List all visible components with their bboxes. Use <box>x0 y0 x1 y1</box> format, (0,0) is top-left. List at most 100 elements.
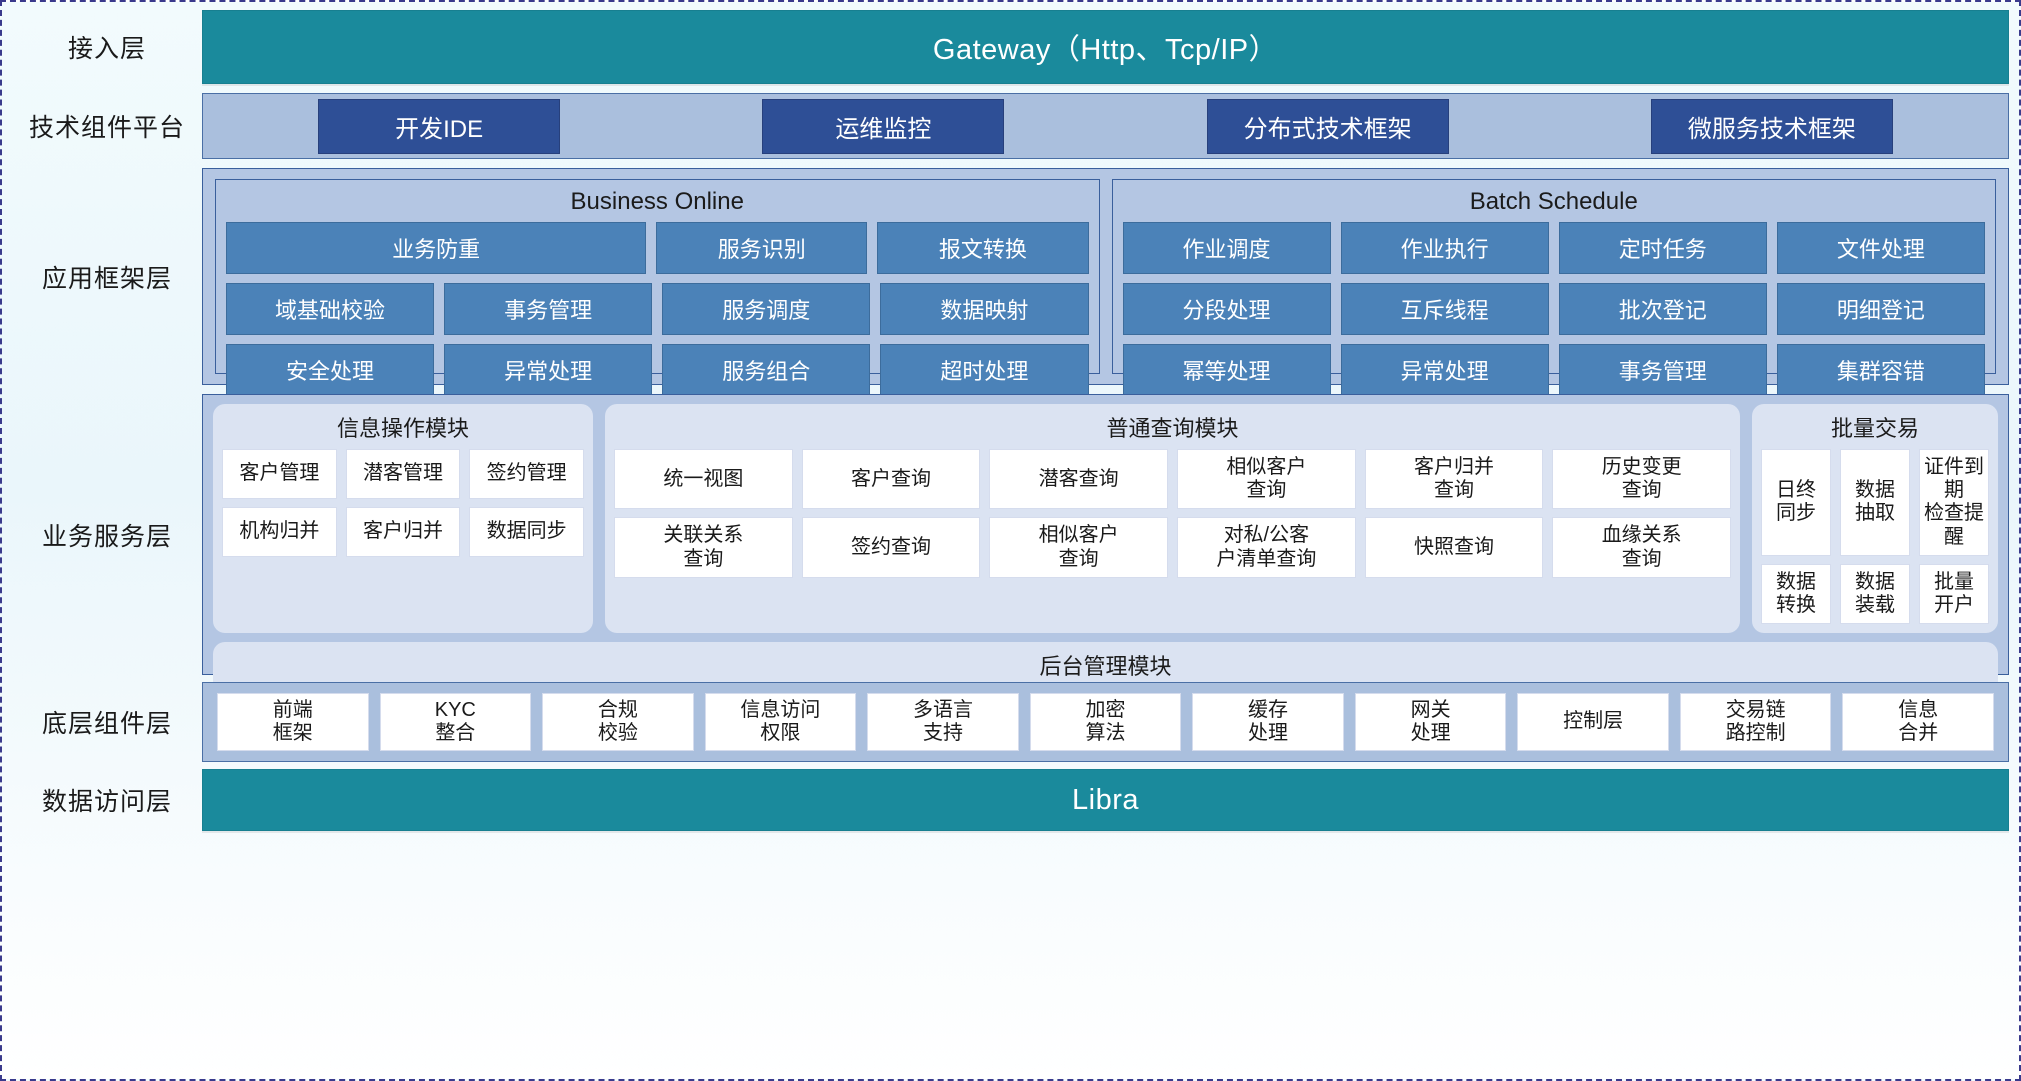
box-控制层[interactable]: 控制层 <box>1517 693 1669 751</box>
module-backend-admin-title: 后台管理模块 <box>1039 654 1172 680</box>
box-潜客查询[interactable]: 潜客查询 <box>989 449 1169 510</box>
chip-分段处理[interactable]: 分段处理 <box>1122 283 1331 335</box>
layer-label-data-access: 数据访问层 <box>41 788 172 816</box>
chip-作业执行[interactable]: 作业执行 <box>1340 222 1549 274</box>
chip-数据映射[interactable]: 数据映射 <box>880 283 1089 335</box>
box-交易链路控制[interactable]: 交易链路控制 <box>1679 693 1832 751</box>
module-info-operation: 信息操作模块 客户管理 潜客管理 签约管理 机构归并 客户归并 数据同步 <box>213 404 593 634</box>
box-批量开户[interactable]: 批量开户 <box>1919 563 1989 625</box>
box-相似客户查询-2[interactable]: 相似客户查询 <box>989 517 1169 578</box>
chip-作业调度[interactable]: 作业调度 <box>1122 222 1331 274</box>
box-客户归并[interactable]: 客户归并 <box>345 507 461 557</box>
box-签约查询[interactable]: 签约查询 <box>801 517 981 578</box>
business-online-row-2: 域基础校验 事务管理 服务调度 数据映射 <box>226 283 1089 335</box>
box-缓存处理[interactable]: 缓存处理 <box>1192 693 1344 751</box>
batch-row-2: 数据转换 数据装载 批量开户 <box>1761 563 1989 625</box>
query-row-2: 关联关系查询 签约查询 相似客户查询 对私/公客户清单查询 快照查询 血缘关系查… <box>614 517 1732 578</box>
box-多语言支持[interactable]: 多语言支持 <box>867 693 1019 751</box>
module-batch-transaction: 批量交易 日终同步 数据抽取 证件到期检查提醒 数据转换 数据装载 批量开户 <box>1752 404 1998 634</box>
business-service-modules-row: 信息操作模块 客户管理 潜客管理 签约管理 机构归并 客户归并 数据同步 <box>213 404 1998 634</box>
chip-事务管理-online[interactable]: 事务管理 <box>444 283 653 335</box>
box-相似客户查询-1[interactable]: 相似客户查询 <box>1177 449 1356 510</box>
batch-row-1: 日终同步 数据抽取 证件到期检查提醒 <box>1761 449 1989 556</box>
chip-异常处理-batch[interactable]: 异常处理 <box>1340 344 1549 396</box>
libra-bar[interactable]: Libra <box>202 769 2009 831</box>
box-数据转换[interactable]: 数据转换 <box>1761 563 1831 625</box>
layer-label-bottom-component: 底层组件层 <box>41 710 172 738</box>
chip-服务调度[interactable]: 服务调度 <box>662 283 871 335</box>
layer-app-framework: 应用框架层 Business Online 业务防重 服务识别 报文转换 域基础… <box>12 168 2009 396</box>
box-数据抽取[interactable]: 数据抽取 <box>1840 449 1910 556</box>
chip-服务组合[interactable]: 服务组合 <box>662 344 871 396</box>
box-数据装载[interactable]: 数据装载 <box>1840 563 1910 625</box>
chip-明细登记[interactable]: 明细登记 <box>1776 283 1985 335</box>
box-对私公客户清单查询[interactable]: 对私/公客户清单查询 <box>1177 517 1356 578</box>
box-客户管理[interactable]: 客户管理 <box>222 449 337 499</box>
info-row-1: 客户管理 潜客管理 签约管理 <box>222 449 585 499</box>
batch-schedule-panel: Batch Schedule 作业调度 作业执行 定时任务 文件处理 分段处理 … <box>1111 179 1996 396</box>
tech-chip-microservice-framework[interactable]: 微服务技术框架 <box>1650 98 1893 154</box>
gateway-bar[interactable]: Gateway（Http、Tcp/IP） <box>202 10 2009 84</box>
chip-文件处理[interactable]: 文件处理 <box>1776 222 1985 274</box>
chip-业务防重[interactable]: 业务防重 <box>226 222 647 274</box>
layer-label-business-service: 业务服务层 <box>41 522 172 551</box>
query-row-1: 统一视图 客户查询 潜客查询 相似客户查询 客户归并查询 历史变更查询 <box>614 449 1732 510</box>
box-签约管理[interactable]: 签约管理 <box>469 449 585 499</box>
box-客户查询[interactable]: 客户查询 <box>801 449 981 510</box>
chip-服务识别[interactable]: 服务识别 <box>656 222 868 274</box>
business-online-row-1: 业务防重 服务识别 报文转换 <box>226 222 1089 274</box>
tech-chip-ide[interactable]: 开发IDE <box>318 98 561 154</box>
chip-集群容错[interactable]: 集群容错 <box>1776 344 1985 396</box>
box-合规校验[interactable]: 合规校验 <box>542 693 694 751</box>
box-加密算法[interactable]: 加密算法 <box>1029 693 1182 751</box>
module-info-operation-title: 信息操作模块 <box>336 416 469 441</box>
box-日终同步[interactable]: 日终同步 <box>1761 449 1831 556</box>
layer-tech-platform: 技术组件平台 开发IDE 运维监控 分布式技术框架 微服务技术框架 <box>12 93 2009 159</box>
box-前端框架[interactable]: 前端框架 <box>217 693 369 751</box>
box-统一视图[interactable]: 统一视图 <box>614 449 793 510</box>
batch-schedule-title: Batch Schedule <box>1469 188 1638 215</box>
box-关联关系查询[interactable]: 关联关系查询 <box>614 517 793 578</box>
chip-互斥线程[interactable]: 互斥线程 <box>1340 283 1549 335</box>
chip-幂等处理[interactable]: 幂等处理 <box>1122 344 1331 396</box>
batch-schedule-row-1: 作业调度 作业执行 定时任务 文件处理 <box>1122 222 1985 274</box>
app-framework-panel: Business Online 业务防重 服务识别 报文转换 域基础校验 事务管… <box>202 168 2009 396</box>
box-客户归并查询[interactable]: 客户归并查询 <box>1364 449 1544 510</box>
business-online-row-3: 安全处理 异常处理 服务组合 超时处理 <box>226 344 1089 396</box>
box-网关处理[interactable]: 网关处理 <box>1354 693 1507 751</box>
chip-批次登记[interactable]: 批次登记 <box>1558 283 1767 335</box>
box-快照查询[interactable]: 快照查询 <box>1364 517 1544 578</box>
batch-schedule-row-3: 幂等处理 异常处理 事务管理 集群容错 <box>1122 344 1985 396</box>
box-历史变更查询[interactable]: 历史变更查询 <box>1552 449 1732 510</box>
chip-域基础校验[interactable]: 域基础校验 <box>226 283 435 335</box>
tech-platform-panel: 开发IDE 运维监控 分布式技术框架 微服务技术框架 <box>202 93 2009 159</box>
business-service-panel: 信息操作模块 客户管理 潜客管理 签约管理 机构归并 客户归并 数据同步 <box>202 394 2009 757</box>
layer-label-app-framework: 应用框架层 <box>41 264 172 293</box>
info-row-2: 机构归并 客户归并 数据同步 <box>222 507 585 557</box>
tech-chip-distributed-framework[interactable]: 分布式技术框架 <box>1206 98 1449 154</box>
box-潜客管理[interactable]: 潜客管理 <box>345 449 461 499</box>
layer-access: 接入层 Gateway（Http、Tcp/IP） <box>12 10 2009 84</box>
box-血缘关系查询[interactable]: 血缘关系查询 <box>1552 517 1732 578</box>
tech-chip-ops-monitor[interactable]: 运维监控 <box>762 98 1005 154</box>
batch-schedule-row-2: 分段处理 互斥线程 批次登记 明细登记 <box>1122 283 1985 335</box>
layer-data-access: 数据访问层 Libra <box>12 769 2009 831</box>
chip-安全处理[interactable]: 安全处理 <box>226 344 435 396</box>
chip-定时任务[interactable]: 定时任务 <box>1558 222 1767 274</box>
business-online-title: Business Online <box>570 188 744 215</box>
box-信息合并[interactable]: 信息合并 <box>1842 693 1995 751</box>
chip-报文转换[interactable]: 报文转换 <box>877 222 1089 274</box>
box-机构归并[interactable]: 机构归并 <box>222 507 337 557</box>
module-batch-transaction-title: 批量交易 <box>1830 416 1919 441</box>
chip-超时处理[interactable]: 超时处理 <box>880 344 1089 396</box>
module-common-query-title: 普通查询模块 <box>1106 416 1239 441</box>
chip-事务管理-batch[interactable]: 事务管理 <box>1558 344 1767 396</box>
layer-label-access: 接入层 <box>67 35 146 63</box>
chip-异常处理-online[interactable]: 异常处理 <box>444 344 653 396</box>
box-数据同步[interactable]: 数据同步 <box>469 507 585 557</box>
layer-label-tech-platform: 技术组件平台 <box>28 114 185 142</box>
box-证件到期检查提醒[interactable]: 证件到期检查提醒 <box>1919 449 1989 556</box>
box-信息访问权限[interactable]: 信息访问权限 <box>704 693 857 751</box>
